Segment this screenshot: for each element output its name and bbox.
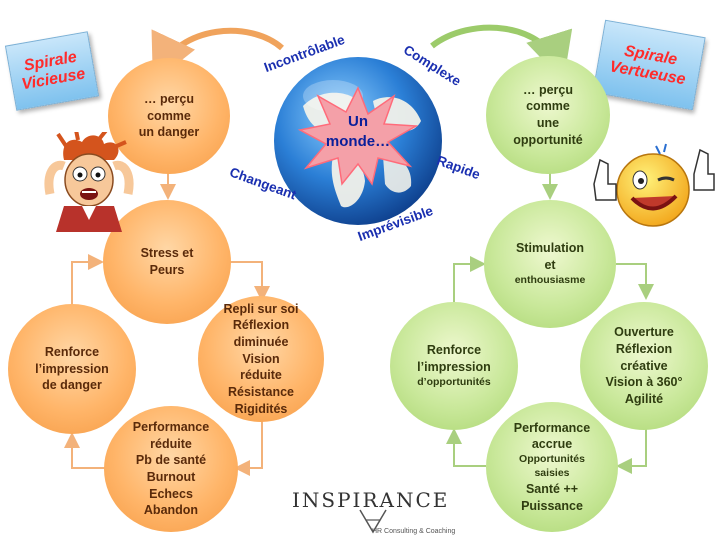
arrow-ouverture-to-perf [616, 414, 647, 474]
text-line: Repli sur soi [223, 301, 299, 316]
circle-performance-reduite: Performance réduite Pb de santé Burnout … [104, 406, 238, 532]
text-line: Stimulation [515, 241, 585, 256]
text-line: créative [620, 358, 668, 373]
circle-repli: Repli sur soi Réflexion diminuée Vision … [198, 296, 324, 422]
arrow-stim-to-ouverture [616, 263, 654, 300]
text-line: Résistance [227, 384, 294, 399]
circle-stress-peurs: Stress et Peurs [103, 200, 231, 324]
circle-percu-danger: … perçu comme un danger [108, 58, 230, 174]
logo-mark-icon [359, 509, 387, 534]
text-line: Abandon [143, 503, 199, 518]
text-line: l’impression [417, 360, 491, 375]
text-line: Santé ++ [525, 481, 579, 496]
text-line: l’impression [35, 361, 109, 376]
text-line: Agilité [624, 391, 664, 406]
text-line: Renforce [44, 345, 100, 360]
circle-renforce-opportunites: Renforce l’impression d’opportunités [390, 302, 518, 430]
text-line: d’opportunités [417, 375, 491, 388]
text-line: Opportunités [519, 453, 585, 466]
text-line: Renforce [426, 343, 482, 358]
arrow-perf-to-renforce-right [446, 428, 486, 467]
circle-ouverture: Ouverture Réflexion créative Vision à 36… [580, 302, 708, 430]
text-line: Stress et [140, 246, 194, 261]
text-line: opportunité [513, 132, 583, 147]
text-line: réduite [240, 368, 282, 383]
text-line: et [544, 258, 556, 273]
text-line: comme [147, 108, 191, 123]
text-line: enthousiasme [514, 273, 586, 286]
arrow-renforce-to-stress [71, 254, 104, 306]
text-line: comme [526, 99, 570, 114]
text-line: un danger [138, 125, 200, 140]
arrow-renforce-to-stim [453, 256, 486, 302]
logo-wordmark: INSPIRANCE [292, 488, 450, 512]
curved-arrow-left [151, 27, 284, 83]
text-line: Performance [132, 420, 210, 435]
text-line: Puissance [521, 498, 583, 513]
text-line: réduite [150, 436, 192, 451]
starburst-shape [298, 86, 418, 186]
arrow-repli-to-perf [234, 412, 263, 476]
text-line: de danger [42, 378, 102, 393]
circle-performance-accrue: Performance accrue Opportunités saisies … [486, 402, 618, 532]
text-line: une [536, 116, 560, 130]
curved-arrow-right [430, 24, 573, 82]
text-line: accrue [531, 437, 573, 452]
text-line: Performance [513, 420, 591, 435]
text-line: Vision à 360° [605, 375, 683, 390]
text-line: … perçu [522, 82, 573, 97]
arrow-perf-to-renforce [64, 432, 106, 469]
starburst-label: Un monde… [318, 112, 398, 151]
smiley-thumbs-up-icon [593, 143, 715, 227]
logo-subtitle: HR Consulting & Coaching [372, 528, 456, 535]
text-line: Burnout [146, 470, 196, 484]
text-line: Ouverture [614, 325, 674, 340]
text-line: Echecs [149, 486, 193, 501]
starburst-line-2: monde… [325, 132, 391, 150]
text-line: Rigidités [234, 401, 288, 416]
starburst-line-1: Un [348, 113, 368, 130]
text-line: Pb de santé [135, 453, 207, 468]
circle-stimulation: Stimulation et enthousiasme [484, 200, 616, 328]
text-line: … perçu [143, 92, 194, 107]
text-line: diminuée [233, 335, 289, 350]
arrow-stress-to-repli [230, 261, 270, 302]
text-line: Réflexion [615, 342, 673, 357]
circle-percu-opportunite: … perçu comme une opportunité [486, 56, 610, 174]
circle-renforce-danger: Renforce l’impression de danger [8, 304, 136, 434]
stressed-man-icon [44, 132, 134, 232]
text-line: saisies [534, 467, 570, 479]
text-line: Réflexion [232, 318, 290, 333]
text-line: Vision [242, 351, 280, 366]
text-line: Peurs [149, 263, 185, 277]
